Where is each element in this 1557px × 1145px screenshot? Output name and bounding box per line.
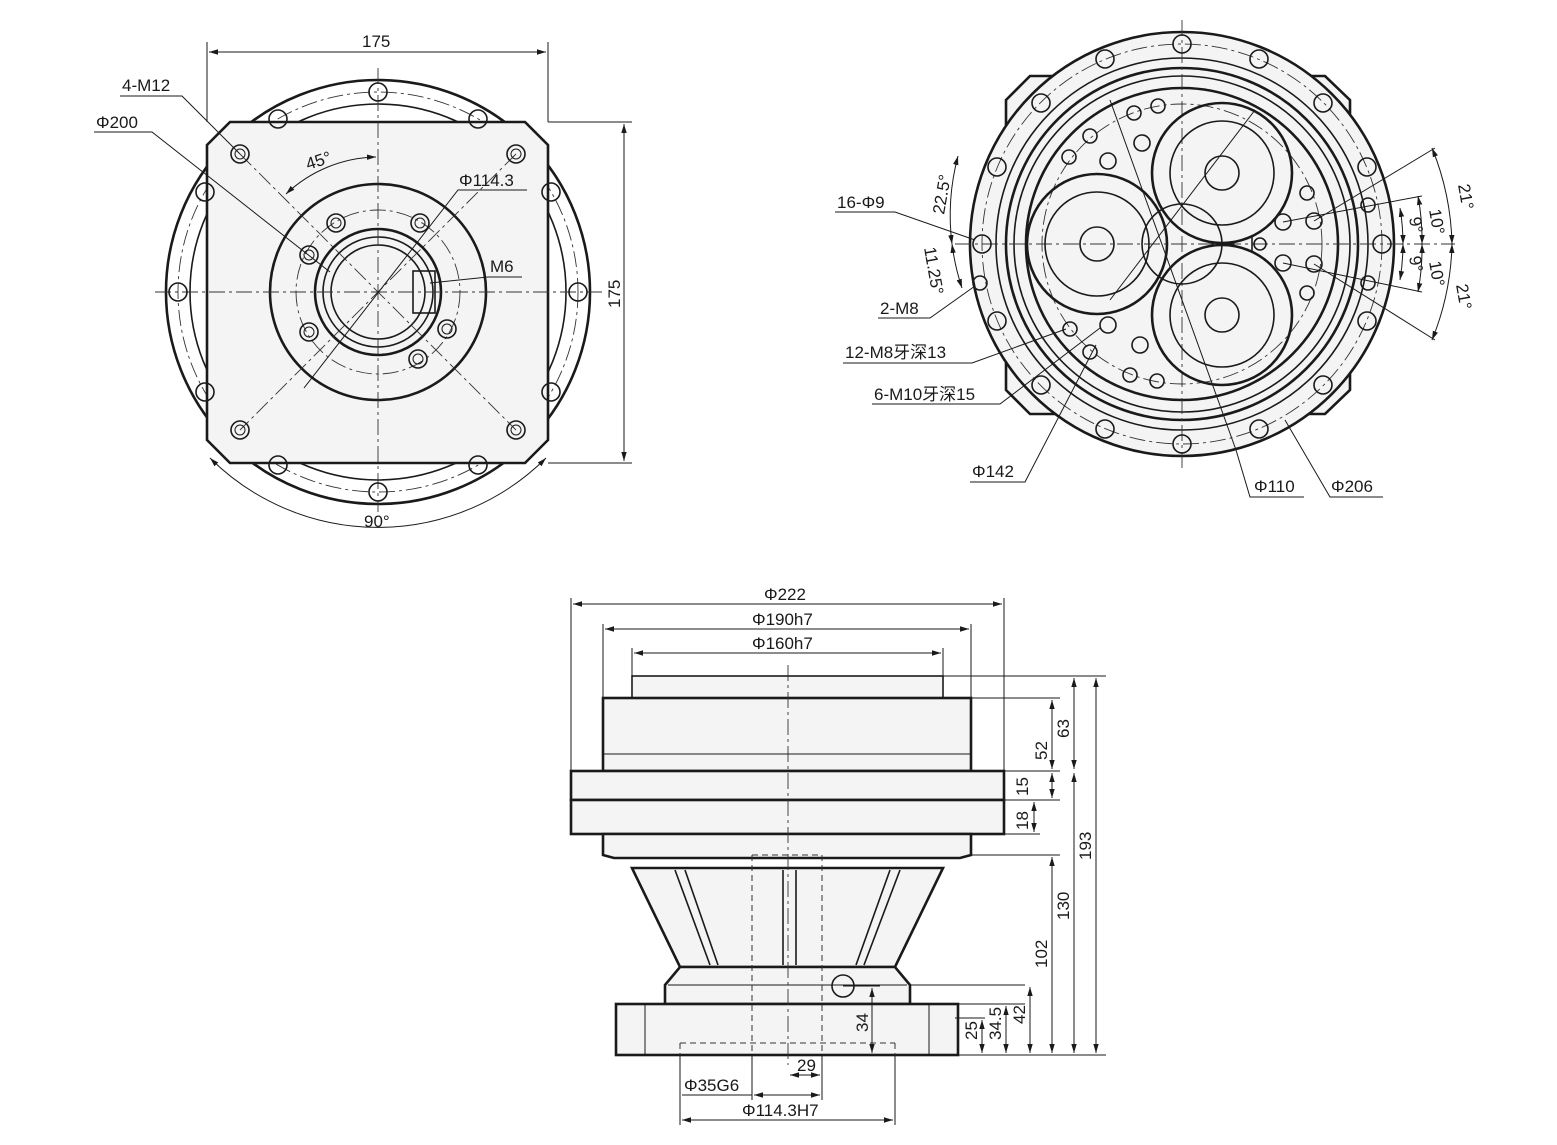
front-dia-center-label: Φ114.3 <box>459 171 514 190</box>
inner-tapped-holes <box>972 98 1376 389</box>
rear-angle-9-top-label: 9° <box>1405 215 1427 234</box>
side-dim-102-label: 102 <box>1032 940 1051 968</box>
rear-angle-21-top-label: 21° <box>1454 182 1477 211</box>
side-dim-42-label: 42 <box>1010 1005 1029 1024</box>
side-dim-34-label: 34 <box>853 1013 872 1032</box>
rear-holes-label: 16-Φ9 <box>837 193 885 212</box>
side-dim-34-5-label: 34.5 <box>986 1007 1005 1040</box>
side-dia-190-label: Φ190h7 <box>752 610 813 629</box>
rear-dia-110-label: Φ110 <box>1254 477 1295 496</box>
rear-angle-11-25-label: 11.25° <box>920 245 947 296</box>
front-width-label: 175 <box>362 32 390 51</box>
side-dim-15-label: 15 <box>1013 777 1032 796</box>
planet-gears <box>1025 101 1294 387</box>
side-dim-52-label: 52 <box>1032 741 1051 760</box>
side-dia-160-label: Φ160h7 <box>752 634 813 653</box>
side-dim-63-label: 63 <box>1054 719 1073 738</box>
front-view: 175 175 4-M12 Φ200 Φ114.3 M6 45° 90° <box>94 32 632 531</box>
rear-angle-22-5-label: 22.5° <box>929 173 955 216</box>
rear-angle-10-bottom-label: 10° <box>1425 259 1448 288</box>
front-height-label: 175 <box>605 280 624 308</box>
front-dia-outer-label: Φ200 <box>96 113 138 132</box>
side-dia-222-label: Φ222 <box>764 585 806 604</box>
rear-angle-21-bottom-label: 21° <box>1452 282 1475 311</box>
front-m6-label: M6 <box>490 257 514 276</box>
side-dim-29-label: 29 <box>797 1056 816 1075</box>
side-dim-25-label: 25 <box>962 1021 981 1040</box>
side-dia-35-label: Φ35G6 <box>684 1076 739 1095</box>
front-angle-90-label: 90° <box>364 512 390 531</box>
rear-m8-tap-label: 12-M8牙深13 <box>845 343 946 362</box>
rear-dia-142-label: Φ142 <box>972 462 1014 481</box>
front-thread-label: 4-M12 <box>122 76 170 95</box>
hub-holes <box>299 213 457 369</box>
side-dim-130-label: 130 <box>1054 892 1073 920</box>
corner-m12-holes <box>230 144 526 440</box>
rear-m8-label: 2-M8 <box>880 299 919 318</box>
rear-dia-206-label: Φ206 <box>1331 477 1373 496</box>
side-dim-18-label: 18 <box>1013 811 1032 830</box>
rear-view: 16-Φ9 2-M8 12-M8牙深13 6-M10牙深15 Φ142 Φ110… <box>835 20 1477 498</box>
rear-m10-tap-label: 6-M10牙深15 <box>874 385 975 404</box>
side-dia-114-label: Φ114.3H7 <box>742 1101 819 1120</box>
side-view: Φ222 Φ190h7 Φ160h7 52 63 15 18 193 130 <box>569 585 1106 1125</box>
rear-angle-10-top-label: 10° <box>1425 207 1448 236</box>
rear-angle-9-bottom-label: 9° <box>1405 254 1427 273</box>
outer-mounting-holes <box>972 34 1392 454</box>
side-dim-193-label: 193 <box>1076 832 1095 860</box>
